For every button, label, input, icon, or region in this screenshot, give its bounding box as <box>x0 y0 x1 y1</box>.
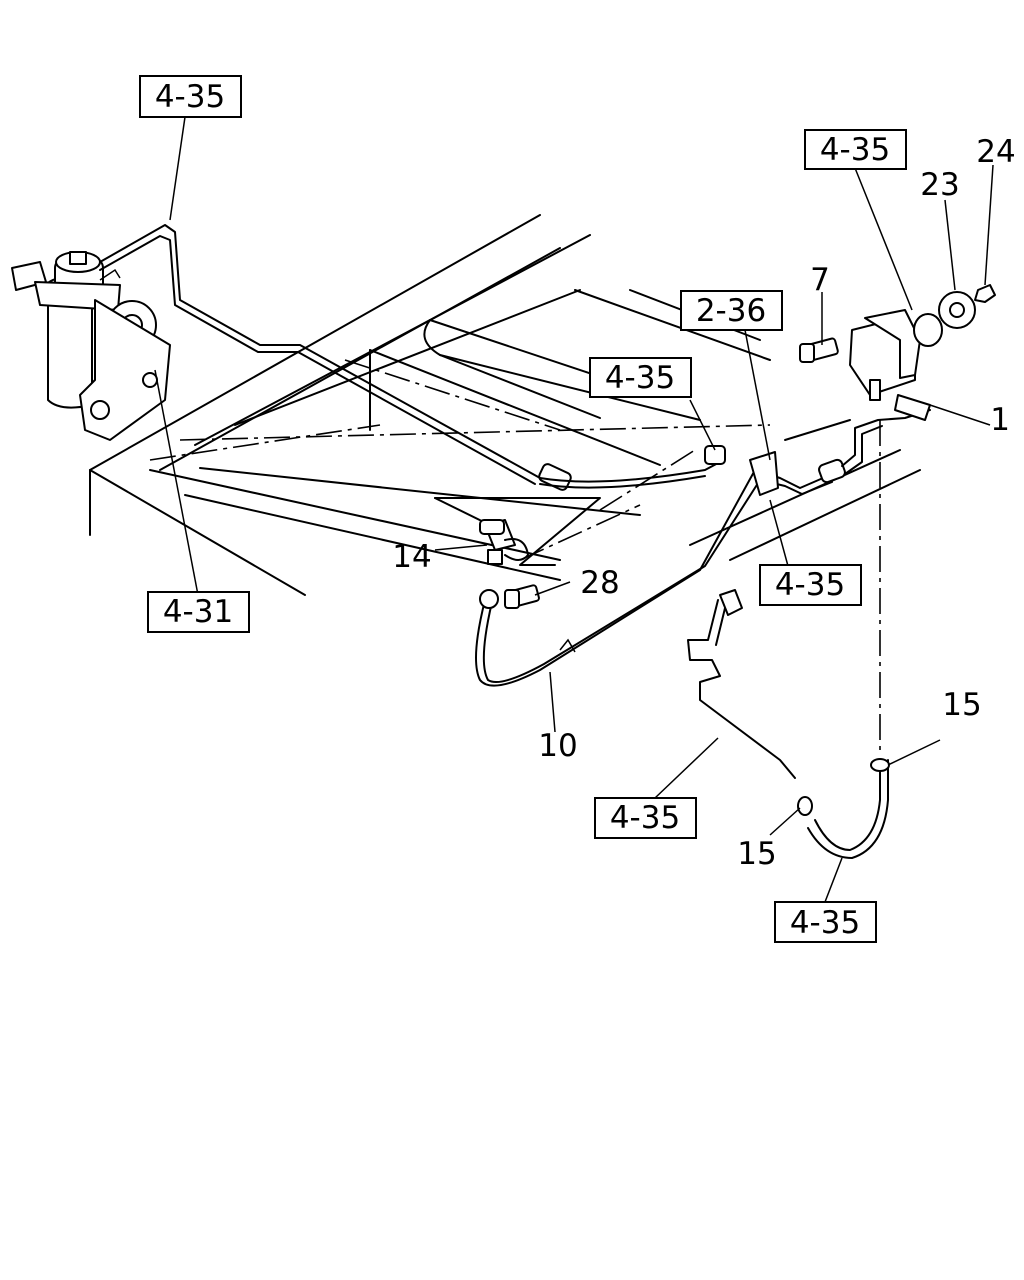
frame-outline <box>89 214 921 596</box>
return-pipe <box>539 445 726 489</box>
ref-label: 4-35 <box>820 132 890 168</box>
callout-1: 1 <box>990 402 1010 438</box>
ref-box-435-mid: 4-35 <box>589 357 692 398</box>
callout-23: 23 <box>920 167 959 203</box>
ref-label: 4-35 <box>605 360 675 396</box>
drain-hose <box>687 420 890 859</box>
ref-label: 4-35 <box>155 79 225 115</box>
callout-15-upper: 15 <box>942 687 981 723</box>
ref-box-435-lower: 4-35 <box>594 797 697 839</box>
feed-pipe-upper <box>99 224 572 491</box>
callout-7: 7 <box>810 262 830 298</box>
ref-label: 4-35 <box>775 567 845 603</box>
callout-10: 10 <box>538 728 577 764</box>
ref-label: 4-35 <box>790 905 860 941</box>
leader-lines <box>154 116 994 903</box>
callout-15-lower: 15 <box>737 836 776 872</box>
ref-box-236: 2-36 <box>680 290 783 331</box>
ref-label: 2-36 <box>696 293 766 329</box>
ref-box-435-top-left: 4-35 <box>139 75 242 118</box>
ref-label: 4-35 <box>610 800 680 836</box>
ref-box-435-right-mid: 4-35 <box>759 564 862 606</box>
main-pipe-10 <box>475 409 931 687</box>
steering-gear <box>11 251 171 441</box>
ref-label: 4-31 <box>163 594 233 630</box>
valve-assembly <box>434 497 601 609</box>
ref-box-431: 4-31 <box>147 591 250 633</box>
ref-box-435-bottom: 4-35 <box>774 901 877 943</box>
ref-box-435-top-right: 4-35 <box>804 129 907 170</box>
callout-24: 24 <box>976 134 1015 170</box>
callouts: 1 7 10 14 15 15 23 24 28 <box>392 134 1015 872</box>
callout-14: 14 <box>392 539 431 575</box>
pipe-bracket <box>749 451 779 496</box>
callout-28: 28 <box>580 565 619 601</box>
fuel-pump <box>799 284 996 421</box>
